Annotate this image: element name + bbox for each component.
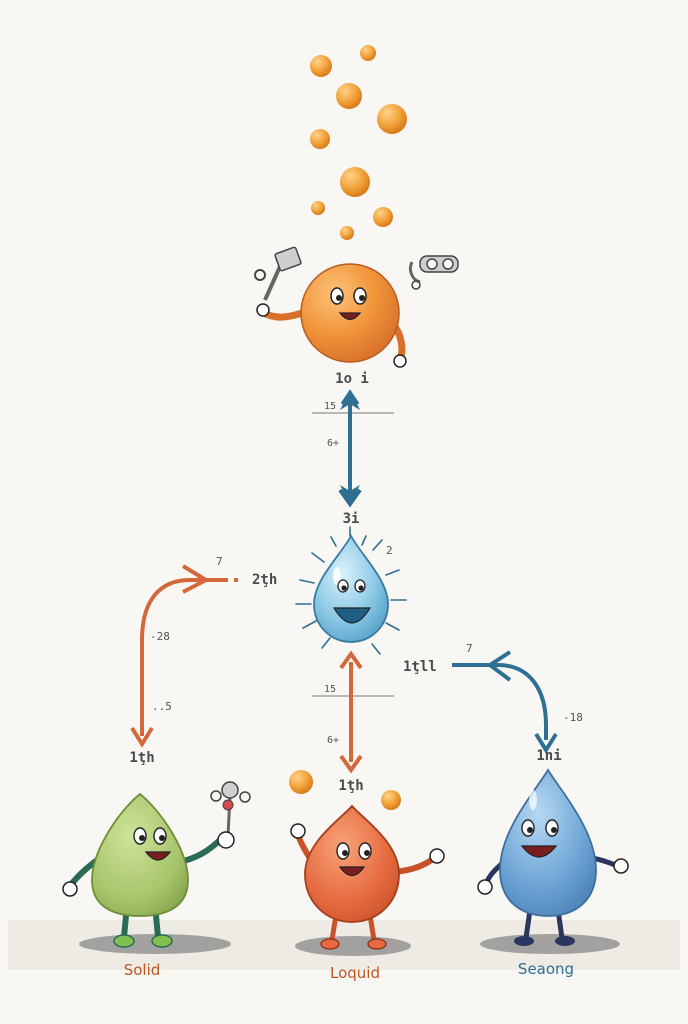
bubble-icon	[340, 226, 354, 240]
right-arrow-start-label: 1ţll	[403, 659, 437, 675]
bubble-icon	[310, 129, 330, 149]
left-arrow-mid-label: -28	[150, 630, 170, 643]
solid-character	[62, 781, 251, 948]
liquid-shadow	[295, 936, 411, 956]
liquid-character	[289, 770, 445, 950]
bubble-icon	[377, 104, 407, 134]
right-character-label: 1ni	[536, 748, 561, 764]
bottom-arrow-mid-label: 6+	[327, 735, 339, 746]
water-drop-character	[295, 526, 407, 655]
top-arrow-mid-label: 6+	[327, 438, 339, 449]
bubble-icon	[340, 167, 370, 197]
pipe-tool-icon	[408, 255, 459, 290]
bubble-icon	[310, 55, 332, 77]
wrench-icon	[254, 246, 302, 301]
left-transition-arrow	[130, 564, 238, 748]
top-transition-arrow	[312, 389, 394, 508]
bubble-icon	[381, 790, 401, 810]
top-character-label: 1o i	[335, 371, 369, 387]
bottom-arrow-tick-label: 15	[324, 684, 336, 695]
rays-icon	[295, 526, 407, 655]
left-character-label: 1ţh	[129, 750, 154, 766]
center-rays-note: 2	[386, 544, 393, 557]
left-arrow-tick: 7	[216, 555, 223, 568]
right-transition-arrow	[452, 650, 558, 754]
top-arrow-tick-label: 15	[324, 401, 336, 412]
middle-character-label: 1ţh	[338, 778, 363, 794]
bubble-icon	[336, 83, 362, 109]
top-character	[254, 246, 459, 368]
bubble-icon	[289, 770, 313, 794]
solid-caption: Solid	[124, 961, 161, 979]
left-arrow-end-label: 2ţh	[252, 572, 277, 588]
center-character-label: 3i	[343, 511, 360, 527]
gas-character	[477, 768, 629, 946]
bubble-icon	[311, 201, 325, 215]
bubble-icon	[360, 45, 376, 61]
bubble-icon	[373, 207, 393, 227]
gas-shadow	[480, 934, 620, 954]
gas-bubbles	[310, 45, 407, 240]
liquid-caption: Loquid	[330, 964, 380, 982]
left-arrow-low-label: ..5	[152, 700, 172, 713]
key-tool-icon	[210, 781, 251, 837]
bottom-transition-arrow	[312, 650, 394, 774]
right-arrow-tick: 7	[466, 642, 473, 655]
gas-caption: Seaong	[518, 960, 574, 978]
right-arrow-mid-label: -18	[563, 711, 583, 724]
